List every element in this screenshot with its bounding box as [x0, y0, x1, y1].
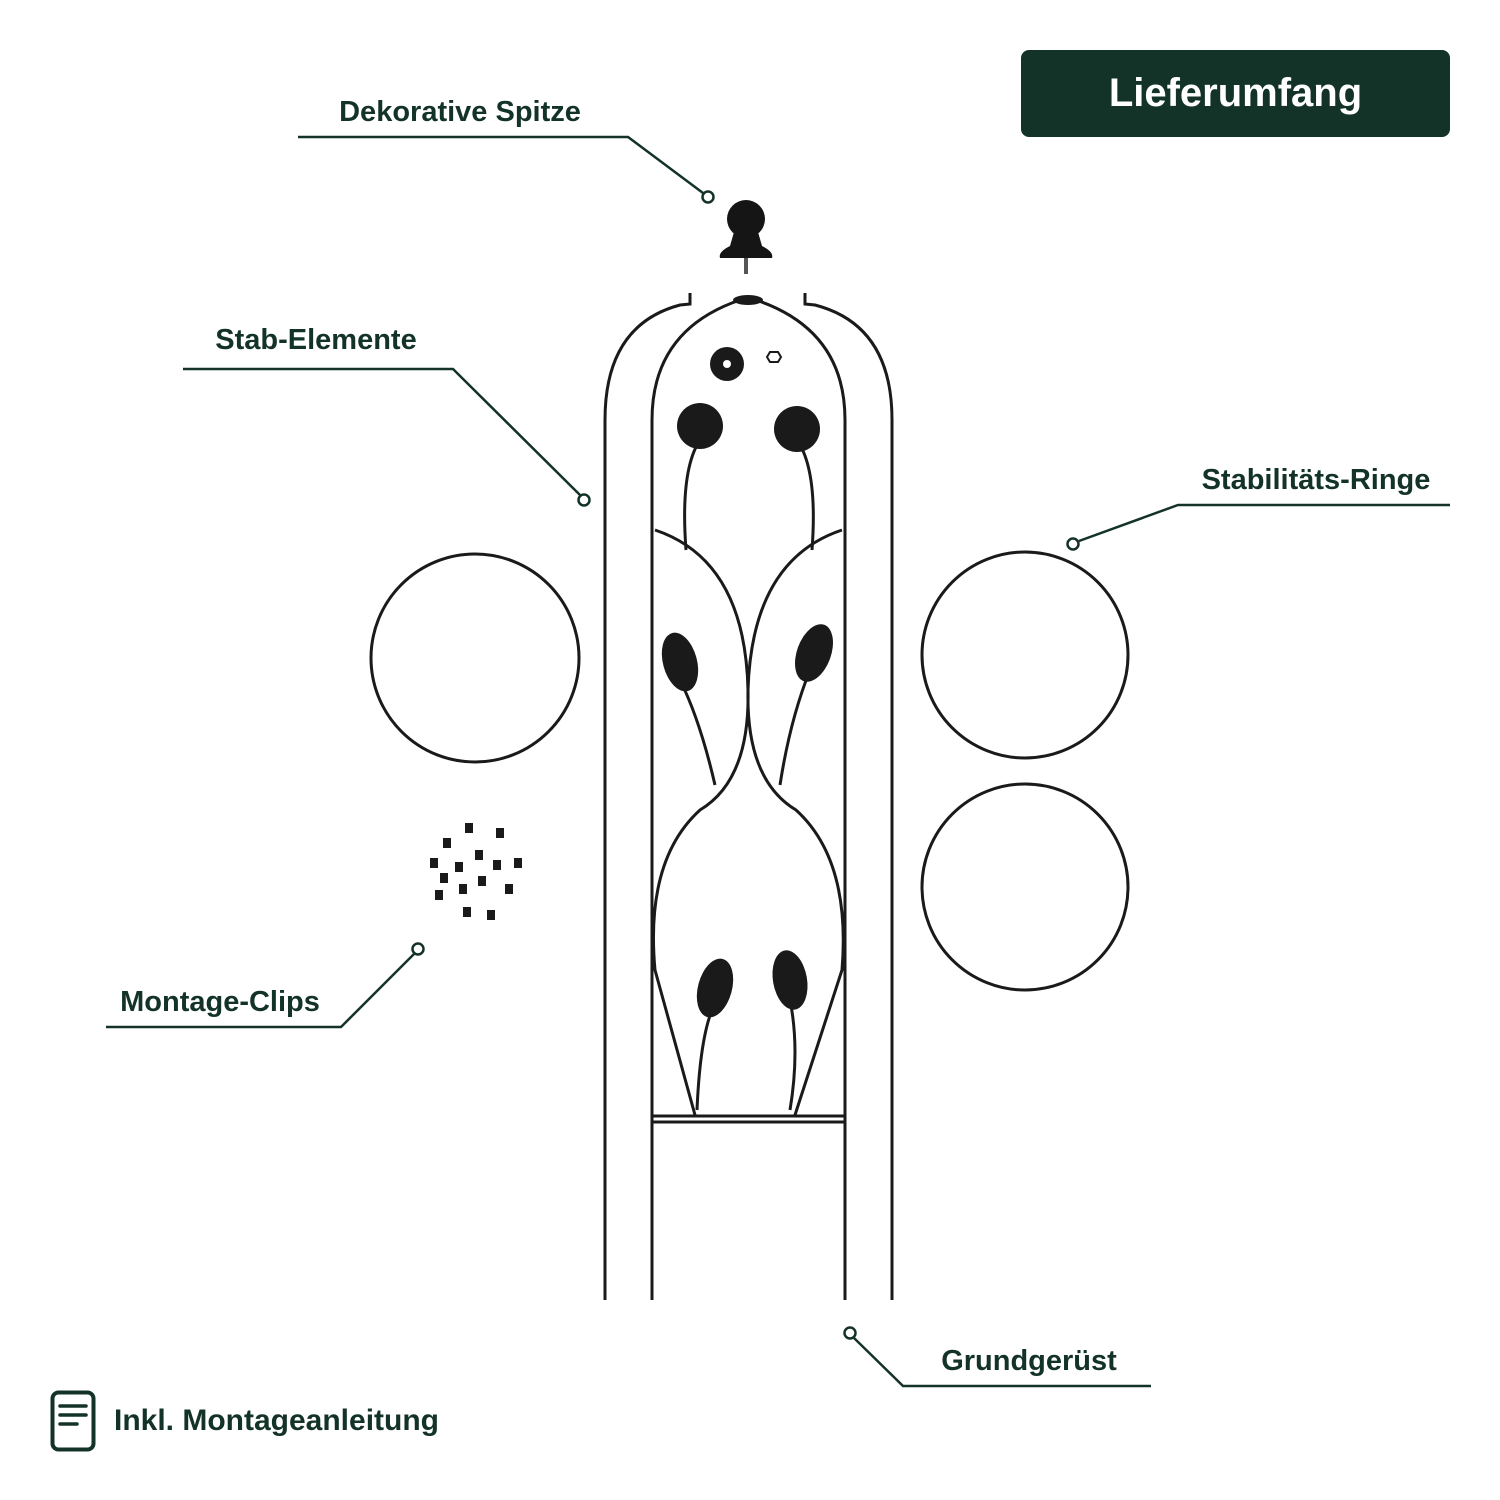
leader-dot-finial [701, 190, 715, 204]
callout-label-rods: Stab-Elemente [215, 324, 417, 356]
leader-line-frame [853, 1337, 1151, 1388]
leaf-ornament [696, 958, 734, 1018]
leader-line-finial [298, 135, 704, 195]
ring [920, 782, 1130, 992]
leader-line-rings [1078, 503, 1450, 543]
leader-dot-rings [1066, 537, 1080, 551]
callout-label-finial: Dekorative Spitze [339, 96, 581, 128]
header-badge: Lieferumfang [1021, 50, 1450, 137]
flower-ornament-left [677, 403, 723, 449]
inner-rod-right [755, 298, 847, 1300]
callout-label-rings: Stabilitäts-Ringe [1201, 464, 1431, 496]
leader-line-rods [183, 367, 581, 496]
flower-ornament-right [774, 406, 820, 452]
inner-rod-left [650, 298, 741, 1300]
ring [920, 550, 1130, 760]
finial [719, 200, 773, 274]
leader-line-clips [106, 953, 415, 1029]
leader-dot-rods [577, 493, 591, 507]
stability-rings [369, 550, 1130, 992]
ring [369, 552, 581, 764]
mounting-clips [430, 823, 522, 920]
footer-note-text: Inkl. Montageanleitung [114, 1404, 440, 1437]
callout-lines [106, 135, 1450, 1388]
outer-rod-right [803, 293, 894, 1300]
callout-label-frame: Grundgerüst [941, 1345, 1117, 1377]
leader-dot-frame [843, 1326, 857, 1340]
footer-note: Inkl. Montageanleitung [50, 1390, 439, 1452]
leaf-ornament [772, 950, 808, 1010]
frame-rods [603, 293, 894, 1300]
header-title: Lieferumfang [1108, 71, 1363, 115]
hardware-parts [661, 347, 833, 1018]
leaf-ornament [795, 624, 833, 682]
document-icon [50, 1390, 96, 1452]
callout-label-clips: Montage-Clips [120, 986, 320, 1018]
leaf-ornament [661, 632, 699, 692]
leader-dot-clips [411, 942, 425, 956]
outer-rod-left [603, 293, 692, 1300]
